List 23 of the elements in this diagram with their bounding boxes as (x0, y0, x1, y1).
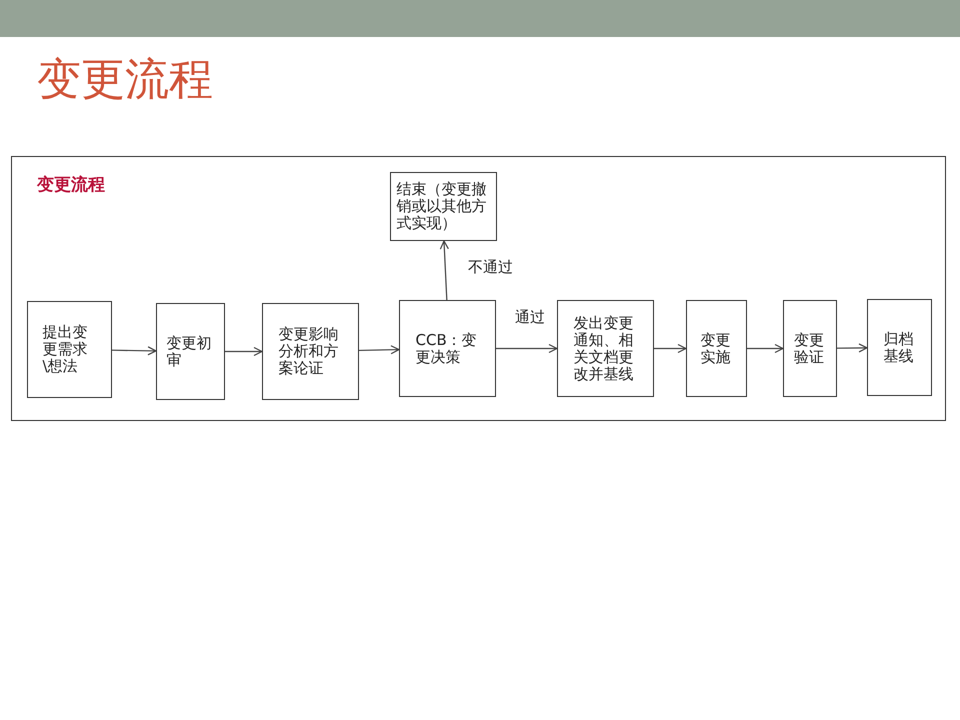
arrow (112, 346, 157, 356)
process-box: 变更影响分析和方案论证 (262, 303, 359, 400)
edge-label: 不通过 (468, 259, 513, 276)
heading: 变更流程 (37, 177, 105, 194)
process-box: 变更实施 (686, 300, 747, 397)
arrow (358, 345, 400, 354)
arrow (496, 344, 558, 354)
process-box: 结束（变更撤销或以其他方式实现） (390, 172, 497, 241)
edge-label: 通过 (515, 309, 545, 326)
arrow (837, 343, 868, 353)
header-bar (0, 0, 960, 37)
process-box: 变更验证 (783, 300, 837, 397)
process-box: 发出变更通知、相关文档更改并基线 (557, 300, 654, 397)
process-box: 归档基线 (867, 299, 932, 396)
process-box: CCB：变更决策 (399, 300, 496, 397)
process-box: 提出变更需求\想法 (27, 301, 112, 398)
arrow (747, 344, 784, 354)
arrow (225, 346, 263, 356)
frame (11, 156, 946, 421)
title: 变更流程 (37, 53, 213, 107)
arrow (654, 344, 687, 354)
arrow (440, 240, 449, 300)
process-box: 变更初审 (156, 303, 225, 400)
